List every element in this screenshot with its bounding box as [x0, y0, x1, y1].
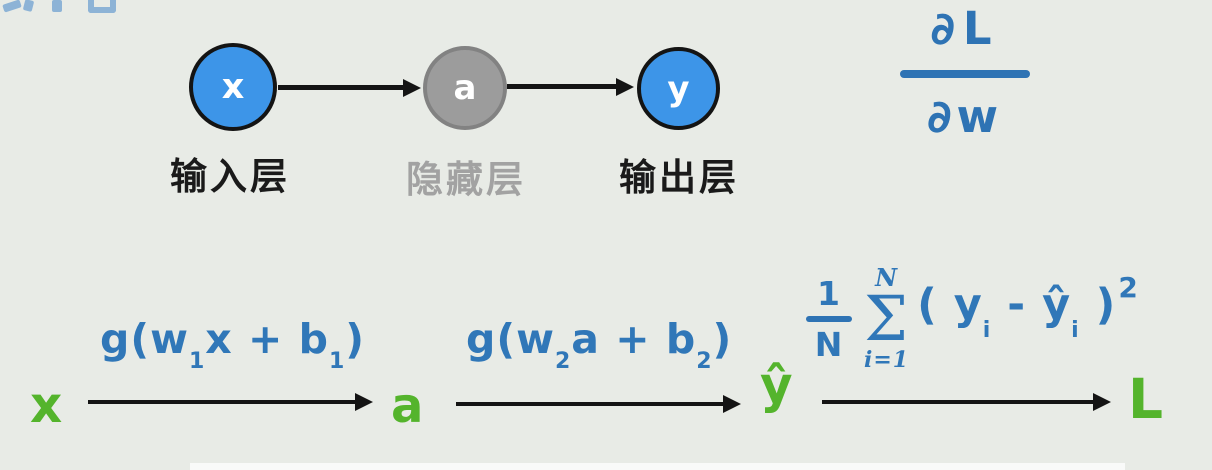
output-node-label: y [667, 68, 690, 109]
loss-frac: 1 N [806, 274, 852, 364]
hidden-to-output-arrow [507, 84, 617, 89]
gradient-denominator: ∂w [926, 90, 1004, 143]
step2-formula: g(w2a + b2) [466, 315, 733, 374]
summation: N Σ i=1 [864, 263, 910, 374]
step1-b-subscript: 1 [328, 349, 346, 375]
fragment-stroke [22, 0, 35, 12]
a-to-yhat-arrow [456, 402, 724, 406]
loss-variable: L [1128, 367, 1164, 431]
y-term: y [953, 280, 983, 330]
y-subscript: i [982, 317, 992, 343]
input-to-hidden-arrow [278, 85, 404, 90]
step2-w-subscript: 2 [554, 349, 572, 375]
loss-expression: ( yi - ŷi )2 [917, 271, 1139, 343]
fragment-stroke [2, 0, 22, 13]
step1-pre: g(w [100, 315, 189, 363]
step2-mid: a + b [571, 315, 697, 363]
sum-lower-limit: i=1 [864, 347, 910, 374]
hidden-node-label: a [453, 68, 477, 108]
clipped-text-fragment [0, 0, 130, 16]
fragment-stroke [88, 0, 116, 13]
output-node: y [637, 47, 720, 130]
open-paren: ( [917, 280, 954, 330]
step2-post: ) [712, 315, 733, 363]
bottom-white-bar [190, 463, 1125, 470]
gradient-fraction: ∂L ∂w [893, 2, 1037, 143]
step2-b-subscript: 2 [696, 349, 713, 375]
loss-formula: 1 N N Σ i=1 ( yi - ŷi )2 [806, 266, 1139, 371]
input-variable: x [30, 376, 63, 434]
step2-pre: g(w [466, 315, 555, 363]
step1-formula: g(w1x + b1) [100, 315, 366, 374]
fraction-bar [900, 70, 1030, 78]
input-layer-caption: 输入层 [170, 155, 290, 198]
x-to-a-arrow [88, 400, 356, 404]
sum-upper-limit: N [875, 263, 899, 292]
minus-sign: - [991, 280, 1043, 330]
y-hat-subscript: i [1071, 317, 1080, 343]
input-node-label: x [221, 67, 245, 107]
step1-post: ) [345, 315, 366, 363]
output-layer-caption: 输出层 [619, 156, 739, 199]
loss-fraction-bar [806, 316, 852, 322]
step1-w-subscript: 1 [188, 349, 206, 375]
y-hat-term: ŷ [1042, 280, 1072, 330]
input-node: x [189, 43, 277, 131]
prediction-variable: ŷ [760, 356, 793, 414]
fragment-stroke [52, 0, 62, 12]
loss-frac-numerator: 1 [817, 274, 841, 313]
sigma-symbol: Σ [864, 282, 909, 355]
step1-mid: x + b [205, 315, 329, 363]
yhat-to-loss-arrow [822, 400, 1094, 404]
hidden-layer-caption: 隐藏层 [406, 158, 526, 201]
loss-frac-denominator: N [814, 325, 844, 364]
hidden-variable: a [391, 378, 424, 434]
gradient-numerator: ∂L [930, 2, 1000, 55]
hidden-node: a [423, 46, 507, 130]
squared-exponent: 2 [1118, 271, 1139, 304]
close-paren: ) [1079, 280, 1117, 330]
